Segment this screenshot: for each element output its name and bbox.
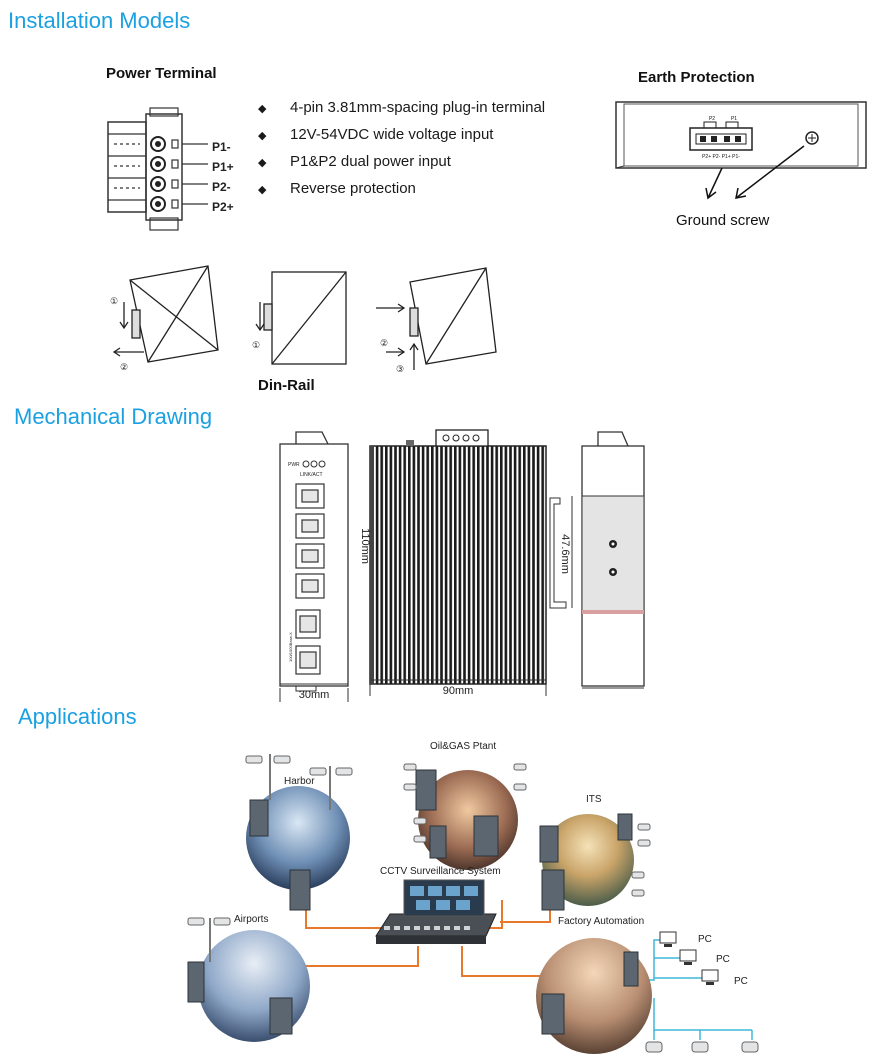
height-dimension: 110mm bbox=[359, 528, 371, 564]
step-2-marker: ② bbox=[120, 362, 128, 372]
rail-dimension: 47.6mm bbox=[559, 534, 571, 574]
its-scene bbox=[542, 814, 634, 906]
feature-text: P1&P2 dual power input bbox=[290, 153, 451, 170]
step-1-marker: ① bbox=[252, 340, 260, 350]
earth-protection-title: Earth Protection bbox=[638, 69, 755, 86]
pc-label: PC bbox=[716, 954, 730, 965]
factory-scene bbox=[536, 938, 652, 1054]
connector-pin-row: P2+ P2- P1+ P1- bbox=[702, 154, 740, 160]
cctv-label: CCTV Surveillance System bbox=[380, 866, 501, 877]
feature-text: 12V-54VDC wide voltage input bbox=[290, 126, 494, 143]
pin-label: P2- bbox=[212, 180, 231, 194]
pin-label: P1+ bbox=[212, 160, 234, 174]
step-3-marker: ③ bbox=[396, 364, 404, 374]
connector-p1-label: P1 bbox=[731, 116, 737, 122]
diamond-bullet-icon: ◆ bbox=[258, 157, 267, 169]
camera-icons bbox=[187, 755, 759, 1053]
diamond-bullet-icon: ◆ bbox=[258, 184, 267, 196]
core-switch bbox=[375, 879, 497, 944]
pc-icons bbox=[659, 931, 719, 985]
camera-poles bbox=[209, 754, 331, 962]
earth-protection-drawing: P2 P1 P2+ P2- P1+ P1- bbox=[615, 101, 867, 200]
feature-item: ◆ Reverse protection bbox=[258, 179, 545, 206]
airports-label: Airports bbox=[234, 914, 269, 925]
step-1-marker: ① bbox=[110, 296, 118, 306]
its-label: ITS bbox=[586, 794, 602, 805]
applications-diagram bbox=[187, 754, 759, 1054]
mechanical-drawing-title: Mechanical Drawing bbox=[14, 404, 213, 429]
pc-label: PC bbox=[734, 976, 748, 987]
feature-text: Reverse protection bbox=[290, 180, 416, 197]
harbor-label: Harbor bbox=[284, 776, 315, 787]
installation-models-title: Installation Models bbox=[8, 8, 191, 33]
airport-scene bbox=[198, 930, 310, 1042]
din-rail-drawing: ① ② ① ② ③ bbox=[110, 265, 497, 374]
feature-item: ◆ 4-pin 3.81mm-spacing plug-in terminal bbox=[258, 98, 545, 125]
din-rail-label: Din-Rail bbox=[258, 377, 315, 394]
industrial-switches bbox=[187, 769, 639, 1035]
power-terminal-title: Power Terminal bbox=[106, 65, 217, 82]
diamond-bullet-icon: ◆ bbox=[258, 103, 267, 115]
mechanical-drawing: PWR LINK/ACT 100/1000Base-X 30mm 110mm 9… bbox=[279, 429, 645, 702]
harbor-scene bbox=[246, 786, 350, 890]
front-view: PWR LINK/ACT 100/1000Base-X 30mm bbox=[279, 431, 349, 702]
connector-p2-label: P2 bbox=[709, 116, 715, 122]
feature-text: 4-pin 3.81mm-spacing plug-in terminal bbox=[290, 99, 546, 116]
power-feature-list: ◆ 4-pin 3.81mm-spacing plug-in terminal ◆… bbox=[258, 98, 545, 206]
sfp-label: 100/1000Base-X bbox=[288, 632, 293, 662]
factory-automation-label: Factory Automation bbox=[558, 916, 645, 927]
feature-item: ◆ P1&P2 dual power input bbox=[258, 152, 545, 179]
feature-item: ◆ 12V-54VDC wide voltage input bbox=[258, 125, 545, 152]
applications-title: Applications bbox=[18, 704, 137, 729]
side-view: 110mm 90mm bbox=[359, 429, 547, 697]
pwr-header: PWR bbox=[288, 462, 300, 468]
diamond-bullet-icon: ◆ bbox=[258, 130, 267, 142]
back-view: 47.6mm bbox=[549, 431, 645, 689]
pc-label: PC bbox=[698, 934, 712, 945]
ground-screw-label: Ground screw bbox=[676, 212, 770, 229]
pin-labels: P1- P1+ P2- P2+ bbox=[212, 137, 234, 217]
terminal-screws bbox=[150, 136, 166, 212]
pin-label: P2+ bbox=[212, 200, 234, 214]
width-dimension: 30mm bbox=[299, 689, 330, 701]
oil-gas-label: Oil&GAS Ptant bbox=[430, 741, 497, 752]
step-2-marker: ② bbox=[380, 338, 388, 348]
depth-dimension: 90mm bbox=[443, 685, 474, 697]
link-act-label: LINK/ACT bbox=[300, 472, 323, 478]
pin-label: P1- bbox=[212, 140, 231, 154]
ground-arrows bbox=[705, 145, 805, 200]
power-terminal-drawing bbox=[107, 107, 208, 231]
